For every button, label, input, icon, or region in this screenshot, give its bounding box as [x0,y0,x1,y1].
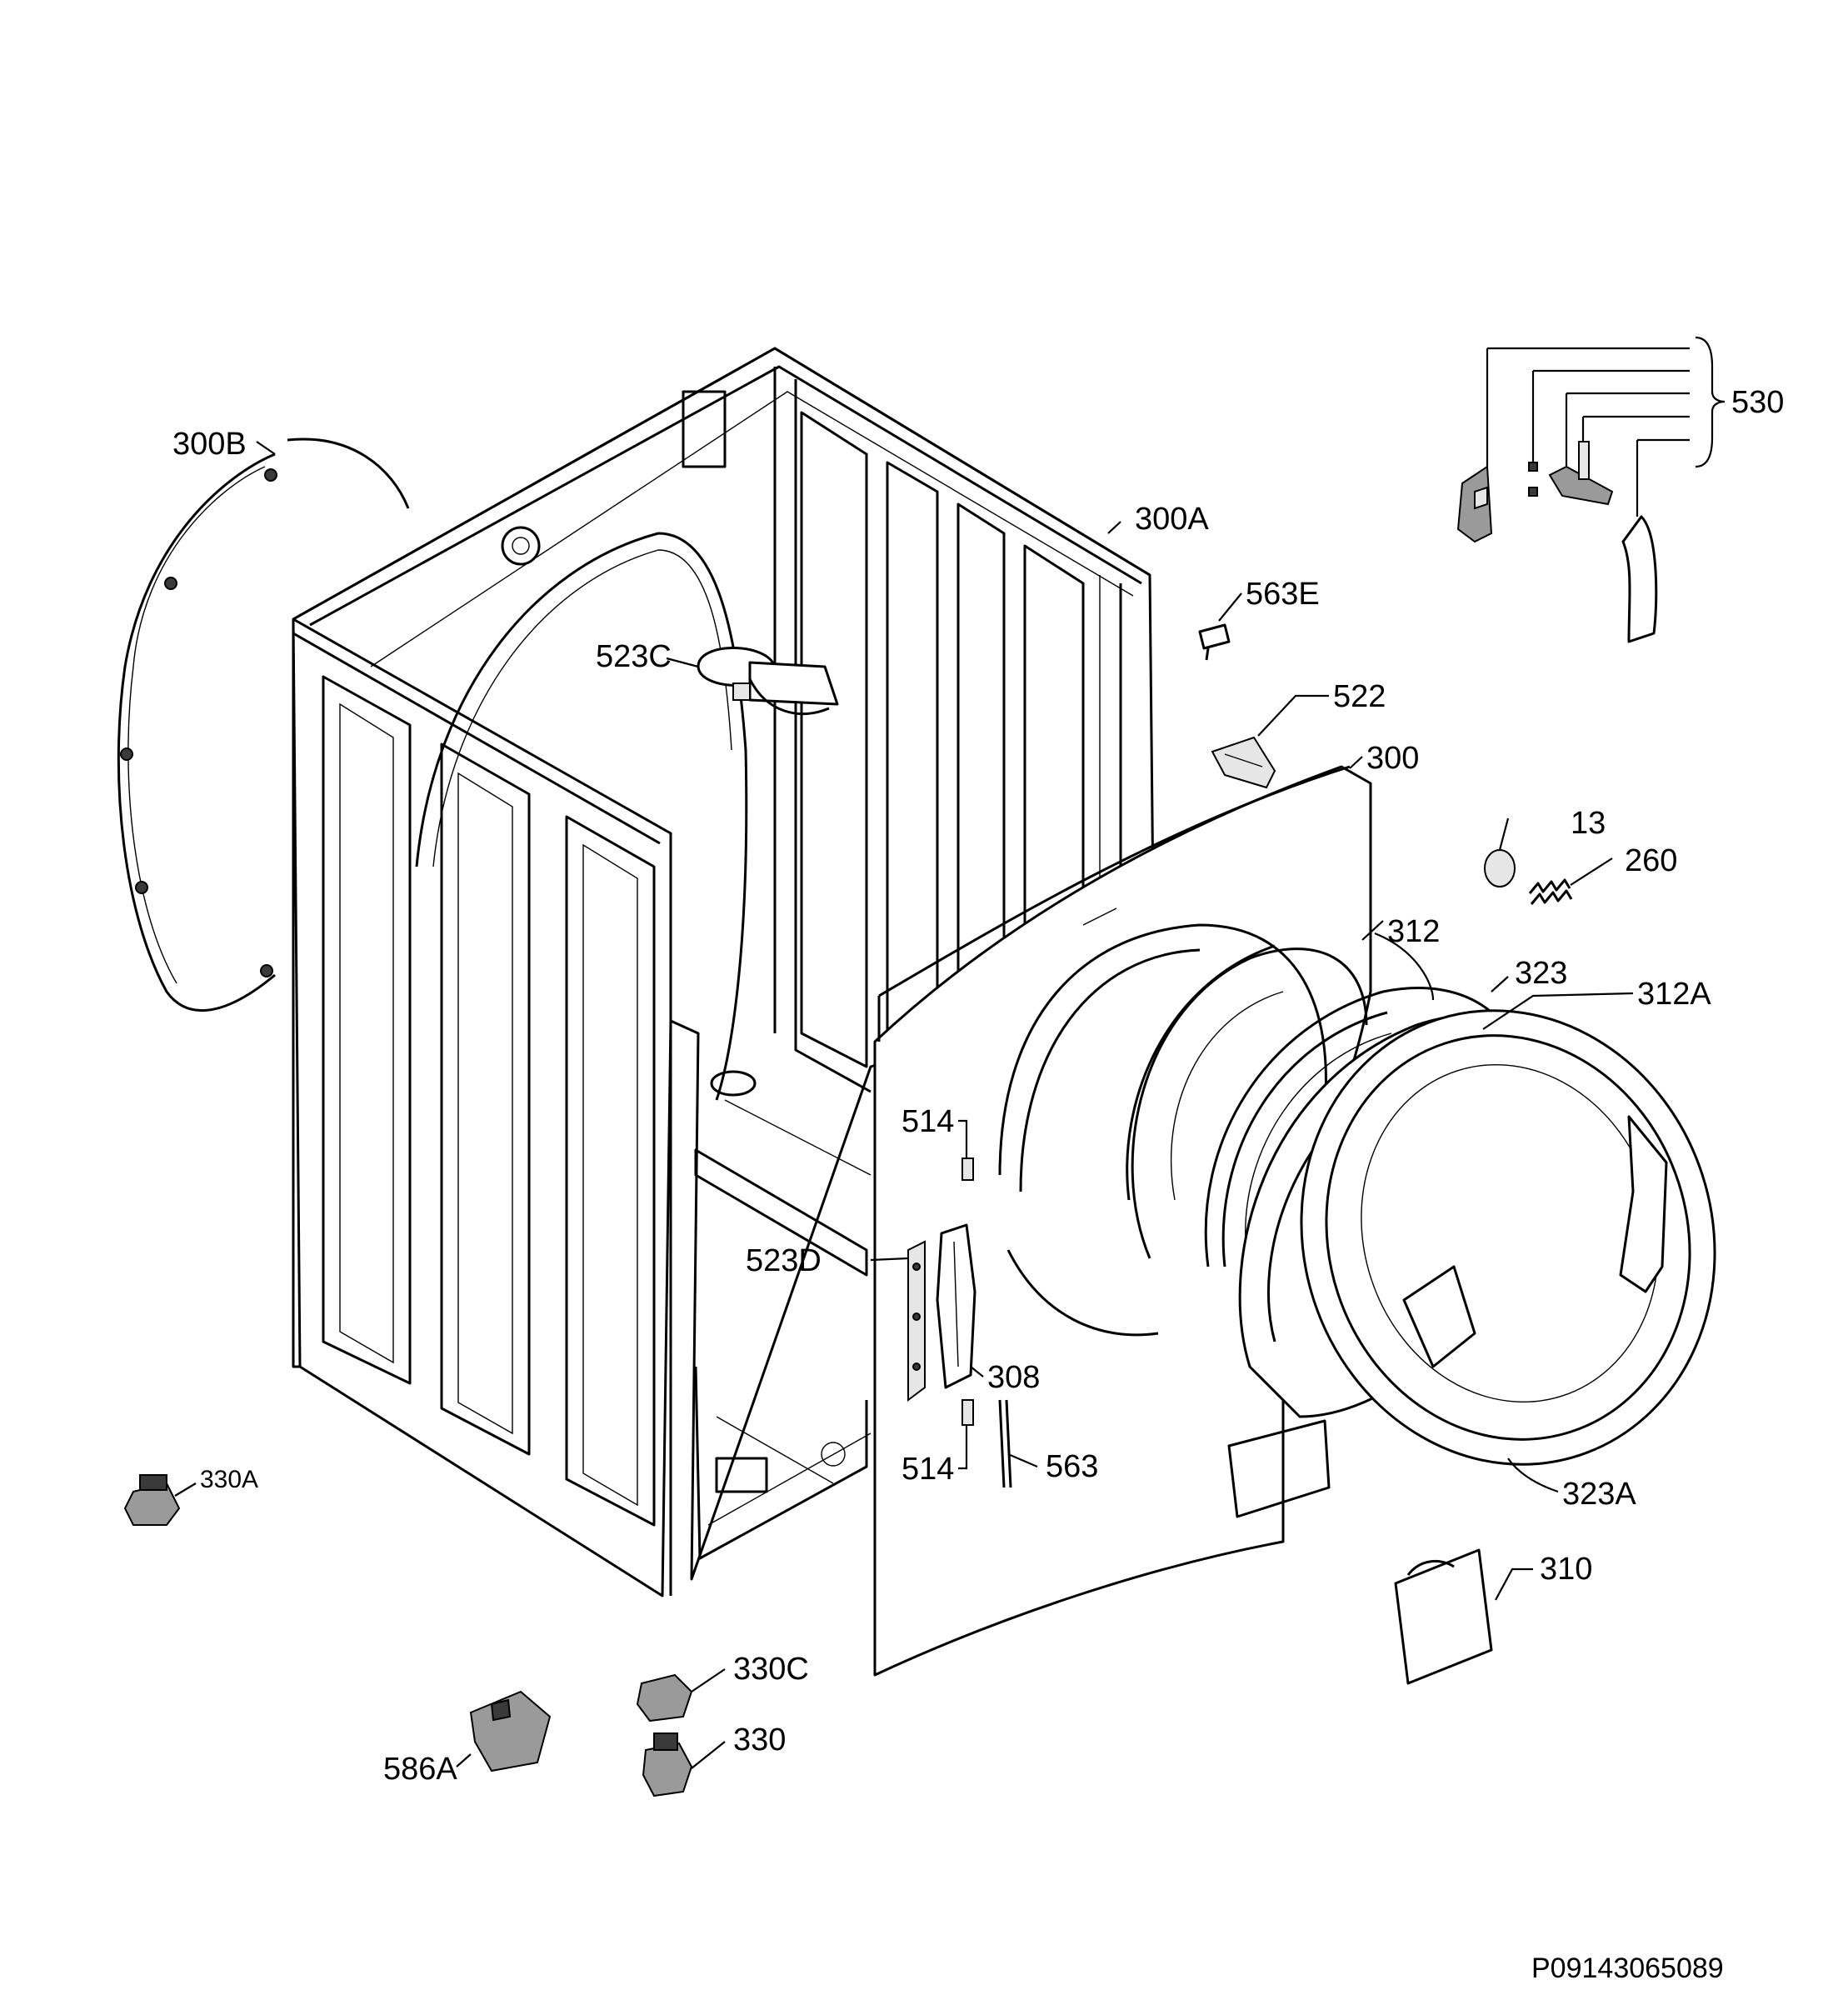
drawing-code: P09143065089 [1531,1952,1724,1984]
bracket-586A [469,1690,552,1772]
side-panel-emboss [322,675,656,1527]
hinge-pin-514-bottom [961,1399,974,1426]
hinge-308 [936,1223,976,1389]
foot-330A [123,1474,181,1526]
hinge-pin-514-top [961,1158,974,1181]
label-530: 530 [1731,385,1784,420]
rod-563 [998,1399,1012,1488]
label-310: 310 [1540,1552,1592,1587]
foot-330C [636,1673,693,1722]
door-outer-frame-323A [1300,1009,1716,1466]
label-523C: 523C [596,639,672,674]
label-312: 312 [1387,914,1440,949]
label-330: 330 [733,1722,786,1758]
foot-330 [642,1732,693,1798]
filter-cover-310 [1394,1548,1493,1685]
door-inner-ring-312 [1126,944,1368,1259]
label-300B: 300B [172,427,247,462]
label-330A: 330A [200,1466,258,1493]
label-13: 13 [1571,806,1606,841]
label-300A: 300A [1135,502,1209,537]
label-514-bottom: 514 [902,1452,954,1487]
label-308: 308 [987,1360,1040,1395]
label-330C: 330C [733,1652,809,1687]
callout-labels: 300B 300A 523C 563E 522 300 530 13 260 3… [172,385,1784,1787]
hose-clip-523C [697,647,839,715]
part-522 [1211,736,1276,789]
label-312A: 312A [1637,977,1711,1012]
label-522: 522 [1333,679,1386,714]
part-260-spring [1528,878,1573,905]
label-260: 260 [1625,843,1677,878]
door-handle-kit-530 [1456,441,1658,643]
leader-lines [174,336,1726,1769]
front-panel-300 [873,765,1372,1677]
part-13-cap [1484,849,1516,888]
part-563E [1198,623,1231,661]
label-563E: 563E [1246,577,1320,612]
label-563: 563 [1046,1449,1098,1484]
label-323: 323 [1515,956,1567,991]
label-523D: 523D [746,1243,822,1278]
label-323A: 323A [1562,1477,1636,1512]
seal-ring-300B [117,438,410,1012]
label-514-top: 514 [902,1104,954,1139]
label-300: 300 [1366,741,1419,776]
label-586A: 586A [383,1752,457,1787]
hinge-plate-523D [907,1240,926,1402]
